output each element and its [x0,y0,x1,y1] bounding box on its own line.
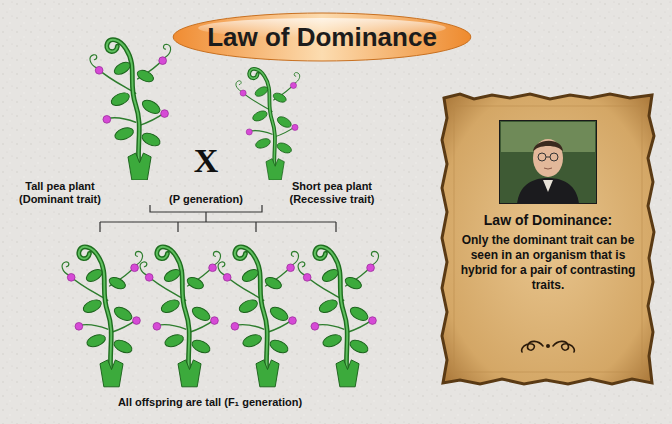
title-pill [173,13,471,61]
offspring-plant [298,247,378,387]
cross-bracket [100,205,336,232]
offspring-plant [62,247,142,387]
card-body: Only the dominant trait can be seen in a… [456,233,640,293]
cross-symbol: X [186,140,226,181]
parent-label: Tall pea plant (Dominant trait) [6,180,114,206]
portrait [499,120,597,204]
caption-label: All offspring are tall (F₁ generation) [40,396,380,409]
parent-label: Short pea plant (Recessive trait) [276,180,388,206]
card-heading: Law of Dominance: [456,212,640,229]
law-card: Law of Dominance: Only the dominant trait… [440,92,656,386]
generation-label: (P generation) [150,193,262,206]
offspring-plant [218,247,298,387]
title-text: Law of Dominance [207,22,437,52]
tall-pea-plant [90,40,171,180]
offspring-plant [140,247,220,387]
short-pea-plant [236,69,300,180]
ornament [518,336,578,356]
